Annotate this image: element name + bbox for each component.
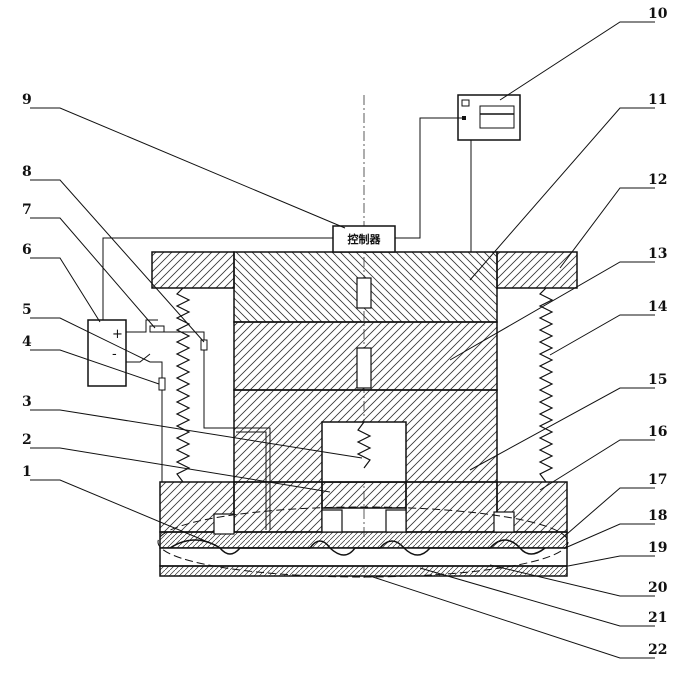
wire-terminal-down xyxy=(204,350,236,428)
callout-3: 3 xyxy=(22,394,32,410)
switch-7 xyxy=(150,326,164,332)
controller-label: 控制器 xyxy=(348,232,382,246)
callout-4: 4 xyxy=(22,334,32,350)
callout-13: 13 xyxy=(648,246,667,262)
lower-die-bottom-right xyxy=(406,482,497,532)
callout-6: 6 xyxy=(22,242,32,258)
clamp-block-3 xyxy=(386,510,406,532)
inner-cavity xyxy=(322,422,406,482)
callout-16: 16 xyxy=(648,424,667,440)
callout-11: 11 xyxy=(648,92,667,108)
callout-20: 20 xyxy=(648,580,668,596)
spring-right xyxy=(540,288,552,482)
sheet-layer-lower xyxy=(160,548,567,566)
callout-12: 12 xyxy=(648,172,667,188)
middle-pin xyxy=(357,348,371,388)
callout-8: 8 xyxy=(22,164,32,180)
lower-die-bottom xyxy=(234,482,322,532)
wire-display-controller xyxy=(395,118,462,238)
punch-block xyxy=(322,482,406,508)
callout-1: 1 xyxy=(22,464,32,480)
callout-21: 21 xyxy=(648,610,667,626)
callout-9: 9 xyxy=(22,92,32,108)
callout-5: 5 xyxy=(22,302,32,318)
top-flange-right xyxy=(497,252,577,288)
display-button-1 xyxy=(462,100,469,106)
callout-22: 22 xyxy=(648,642,667,658)
callout-7: 7 xyxy=(22,202,32,218)
top-flange-left xyxy=(152,252,234,288)
callout-2: 2 xyxy=(22,432,32,448)
callout-10: 10 xyxy=(648,6,668,22)
callout-18: 18 xyxy=(648,508,667,524)
callout-14: 14 xyxy=(648,299,668,315)
callout-15: 15 xyxy=(648,372,667,388)
spring-left xyxy=(177,288,189,482)
resistor-4 xyxy=(159,378,165,390)
wire-battery-minus xyxy=(126,354,150,362)
wire-to-resistor xyxy=(150,362,162,378)
display-screen xyxy=(480,106,514,128)
display-button-2 xyxy=(462,116,466,120)
callout-19: 19 xyxy=(648,540,667,556)
battery-minus: - xyxy=(112,347,117,362)
battery-plus: + xyxy=(112,327,123,342)
clamp-block-2 xyxy=(322,510,342,532)
callout-17: 17 xyxy=(648,472,667,488)
clamp-block-4 xyxy=(494,512,514,532)
top-pin xyxy=(357,278,371,308)
